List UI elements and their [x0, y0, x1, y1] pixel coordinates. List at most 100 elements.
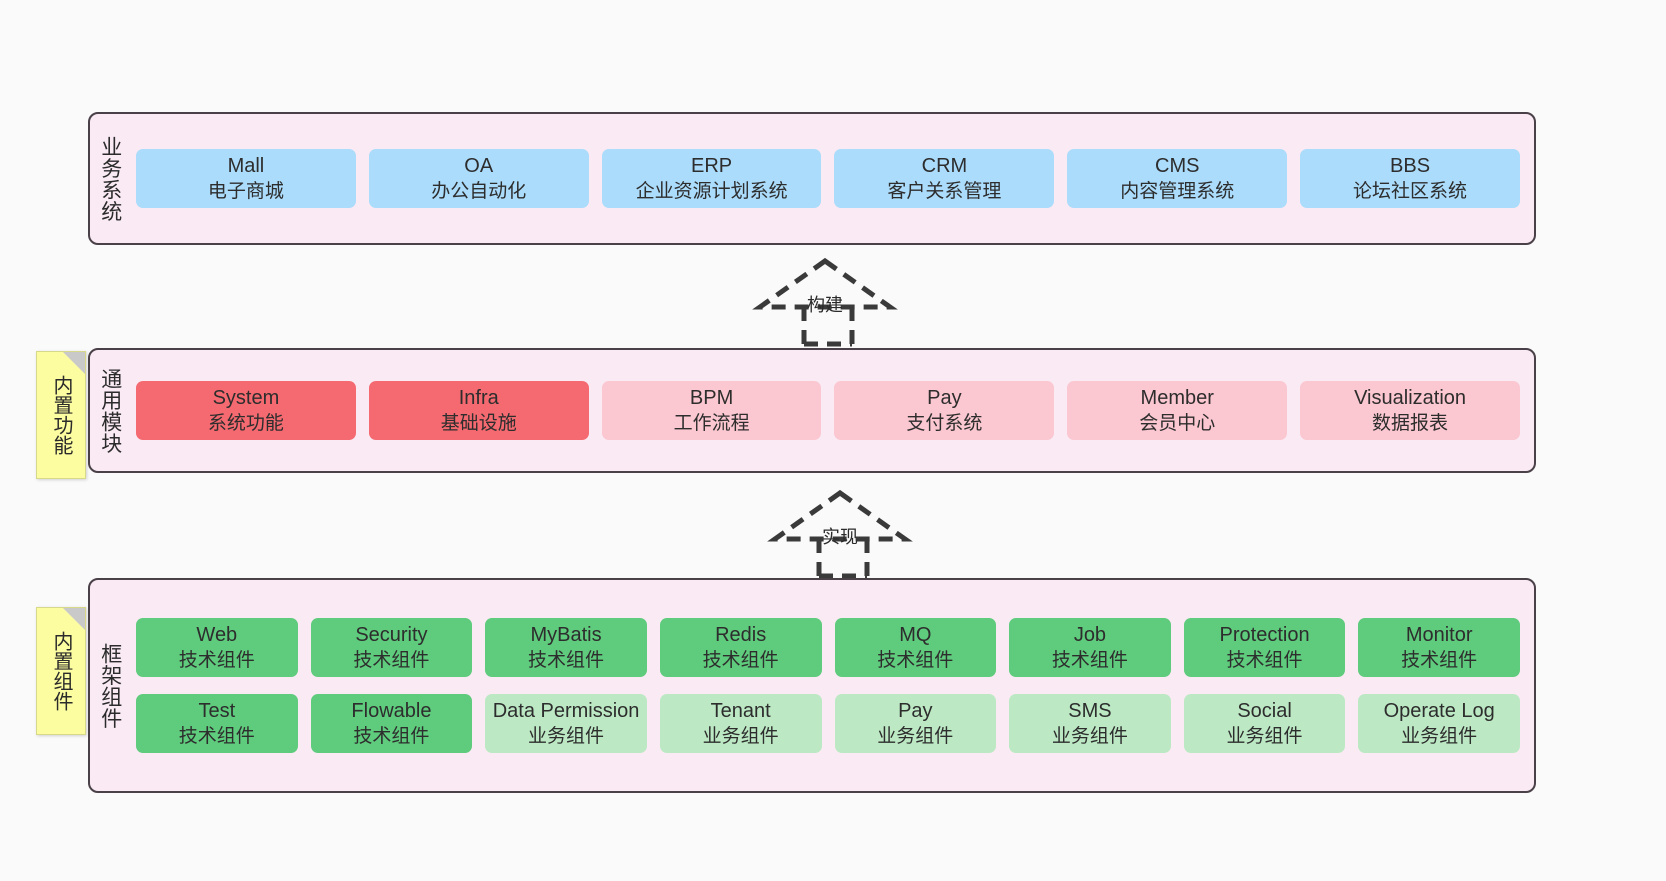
note-builtin-features: 内置功能 [36, 351, 86, 479]
cell-test[interactable]: Test 技术组件 [136, 694, 298, 754]
cell-name: OA [464, 154, 494, 177]
cell-name: Data Permission [492, 700, 640, 722]
cell-desc: 技术组件 [528, 649, 605, 671]
cell-name: Member [1140, 386, 1214, 409]
cell-name: MyBatis [530, 623, 602, 646]
cell-pay[interactable]: Pay 支付系统 [834, 380, 1055, 441]
note-fold-icon [63, 352, 85, 374]
cell-security[interactable]: Security 技术组件 [310, 617, 473, 677]
cell-desc: 技术组件 [353, 649, 430, 671]
cell-name: Social [1237, 700, 1292, 722]
cell-desc: 技术组件 [178, 726, 255, 748]
cell-desc: 办公自动化 [431, 181, 527, 203]
cell-desc: 系统功能 [207, 413, 284, 435]
cell-desc: 内容管理系统 [1120, 181, 1235, 203]
note-builtin-features-label: 内置功能 [50, 375, 72, 455]
cell-name: System [212, 386, 280, 409]
cell-tenant[interactable]: Tenant 业务组件 [659, 694, 822, 754]
cell-sms[interactable]: SMS 业务组件 [1009, 694, 1171, 754]
cell-name: Pay [927, 386, 962, 409]
connector-implement: 实现 [767, 487, 915, 579]
cell-data-permission[interactable]: Data Permission 业务组件 [485, 694, 647, 754]
cell-job[interactable]: Job 技术组件 [1009, 617, 1171, 677]
cell-name: Visualization [1354, 386, 1467, 409]
cell-name: Monitor [1405, 623, 1473, 646]
cell-name: BPM [689, 386, 734, 409]
layer-title-common-modules: 通用模块 [98, 367, 122, 454]
cell-name: Mall [227, 154, 265, 177]
cell-desc: 技术组件 [1051, 649, 1128, 671]
cell-name: Protection [1219, 623, 1310, 646]
cell-name: CMS [1155, 154, 1200, 177]
cell-name: Security [355, 623, 428, 646]
note-builtin-components: 内置组件 [36, 607, 86, 735]
cell-desc: 业务组件 [877, 726, 954, 748]
cell-desc: 业务组件 [1226, 726, 1303, 748]
connector-implement-label: 实现 [822, 527, 858, 547]
cell-desc: 技术组件 [702, 649, 779, 671]
cell-name: Test [198, 700, 236, 722]
note-builtin-components-label: 内置组件 [50, 631, 72, 711]
cell-desc: 数据报表 [1372, 413, 1449, 435]
cell-desc: 论坛社区系统 [1353, 181, 1468, 203]
cell-pay[interactable]: Pay 业务组件 [834, 694, 997, 754]
cell-cms[interactable]: CMS 内容管理系统 [1067, 148, 1288, 209]
cell-desc: 客户关系管理 [887, 181, 1002, 203]
cell-system[interactable]: System 系统功能 [136, 380, 356, 441]
cell-name: MQ [899, 623, 932, 646]
cell-name: Job [1073, 623, 1107, 646]
cell-desc: 业务组件 [1051, 726, 1128, 748]
connector-build: 构建 [752, 255, 900, 347]
cell-desc: 业务组件 [528, 726, 605, 748]
cell-mybatis[interactable]: MyBatis 技术组件 [485, 617, 647, 677]
cell-social[interactable]: Social 业务组件 [1183, 694, 1346, 754]
cell-name: SMS [1068, 700, 1112, 722]
cell-name: Redis [715, 623, 767, 646]
cell-redis[interactable]: Redis 技术组件 [659, 617, 822, 677]
cell-name: Web [196, 623, 238, 646]
cell-desc: 技术组件 [877, 649, 954, 671]
cell-desc: 技术组件 [353, 726, 430, 748]
cell-desc: 业务组件 [1401, 726, 1478, 748]
cell-desc: 技术组件 [1401, 649, 1478, 671]
cell-crm[interactable]: CRM 客户关系管理 [834, 148, 1055, 209]
layer-title-business-systems: 业务系统 [98, 135, 122, 222]
cell-desc: 电子商城 [207, 181, 284, 203]
cell-flowable[interactable]: Flowable 技术组件 [310, 694, 473, 754]
cell-name: Infra [458, 386, 499, 409]
cell-name: BBS [1390, 154, 1431, 177]
layer-title-framework-components: 框架组件 [98, 642, 122, 729]
cell-name: Tenant [710, 700, 771, 722]
cell-mq[interactable]: MQ 技术组件 [834, 617, 997, 677]
cell-bpm[interactable]: BPM 工作流程 [601, 380, 822, 441]
cell-desc: 工作流程 [673, 413, 750, 435]
cell-desc: 支付系统 [906, 413, 983, 435]
cell-name: CRM [921, 154, 968, 177]
cell-oa[interactable]: OA 办公自动化 [368, 148, 589, 209]
cell-name: Pay [898, 700, 933, 722]
cell-bbs[interactable]: BBS 论坛社区系统 [1300, 148, 1520, 209]
cell-mall[interactable]: Mall 电子商城 [136, 148, 356, 209]
cell-monitor[interactable]: Monitor 技术组件 [1358, 617, 1520, 677]
cell-name: Flowable [351, 700, 432, 722]
note-fold-icon [63, 608, 85, 630]
connector-build-label: 构建 [807, 295, 843, 315]
cell-desc: 业务组件 [702, 726, 779, 748]
cell-visualization[interactable]: Visualization 数据报表 [1300, 380, 1520, 441]
